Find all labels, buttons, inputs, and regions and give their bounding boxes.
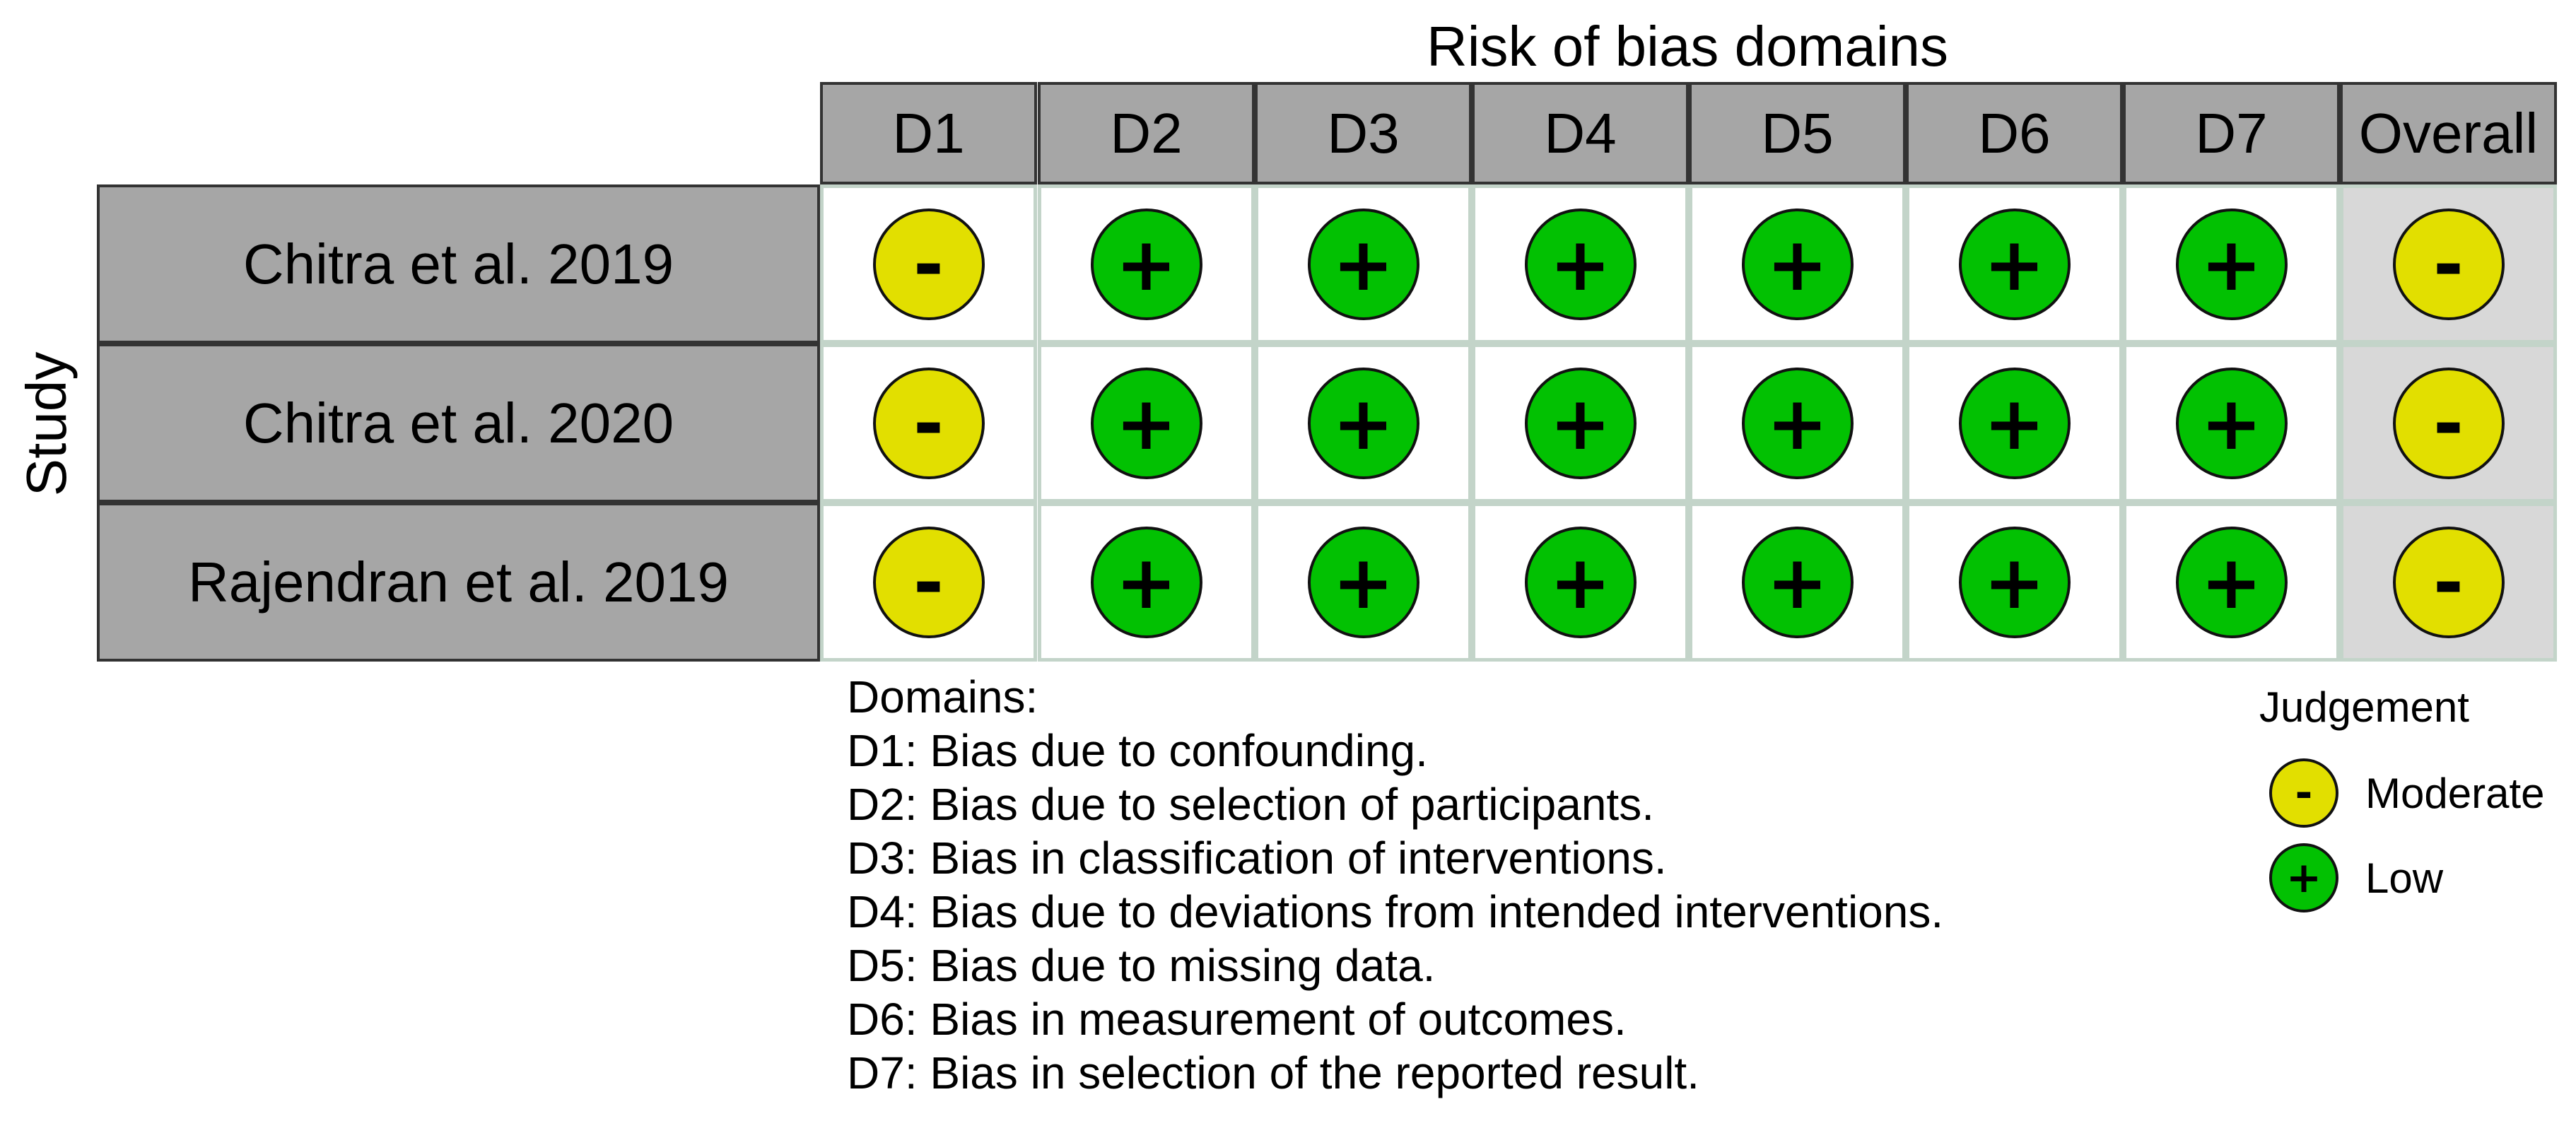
domain-header-d6: D6	[1906, 82, 2123, 184]
judgement-cell-d1: -	[820, 184, 1037, 344]
domains-legend-item: D2: Bias due to selection of participant…	[847, 779, 1654, 830]
domain-header-overall: Overall	[2340, 82, 2557, 184]
domain-header-d2: D2	[1038, 82, 1255, 184]
domain-header-d5: D5	[1689, 82, 1906, 184]
judgement-cell-d3: +	[1255, 344, 1472, 503]
domains-legend-item: D7: Bias in selection of the reported re…	[847, 1047, 1699, 1098]
moderate-judgement-icon: -	[2392, 367, 2505, 479]
judgement-cell-d5: +	[1689, 344, 1906, 503]
study-axis-label: Study	[15, 351, 78, 497]
low-judgement-icon: +	[1958, 526, 2071, 638]
judgement-cell-d7: +	[2123, 344, 2340, 503]
study-label: Chitra et al. 2020	[97, 344, 820, 503]
judgement-cell-d5: +	[1689, 184, 1906, 344]
judgement-cell-d1: -	[820, 503, 1037, 662]
moderate-judgement-icon: -	[872, 367, 985, 479]
judgement-cell-d2: +	[1038, 344, 1255, 503]
judgement-cell-d2: +	[1038, 184, 1255, 344]
judgement-cell-d6: +	[1906, 184, 2123, 344]
domains-legend: Domains: D1: Bias due to confounding. D2…	[847, 670, 1943, 1100]
judgement-cell-overall: -	[2340, 503, 2557, 662]
judgement-cell-d6: +	[1906, 503, 2123, 662]
judgement-cell-d7: +	[2123, 184, 2340, 344]
low-judgement-icon: +	[1524, 208, 1637, 320]
low-judgement-icon: +	[1090, 367, 1202, 479]
low-judgement-icon: +	[1741, 208, 1854, 320]
low-judgement-icon: +	[1307, 208, 1419, 320]
judgement-cell-overall: -	[2340, 344, 2557, 503]
judgement-cell-d4: +	[1472, 184, 1689, 344]
domain-header-d1: D1	[820, 82, 1037, 184]
moderate-judgement-icon: -	[872, 208, 985, 320]
domains-legend-item: D4: Bias due to deviations from intended…	[847, 886, 1944, 937]
domain-header-d7: D7	[2123, 82, 2340, 184]
judgement-cell-d3: +	[1255, 503, 1472, 662]
low-judgement-icon: +	[1307, 367, 1419, 479]
judgement-cell-d1: -	[820, 344, 1037, 503]
judgement-cell-overall: -	[2340, 184, 2557, 344]
study-label: Rajendran et al. 2019	[97, 503, 820, 662]
judgement-cell-d2: +	[1038, 503, 1255, 662]
judgement-cell-d5: +	[1689, 503, 1906, 662]
moderate-legend-icon: -	[2269, 758, 2338, 828]
low-judgement-icon: +	[2175, 208, 2288, 320]
moderate-judgement-icon: -	[872, 526, 985, 638]
low-judgement-icon: +	[1741, 367, 1854, 479]
judgement-legend-title: Judgement	[2259, 683, 2469, 731]
low-judgement-icon: +	[2175, 526, 2288, 638]
moderate-legend-label: Moderate	[2365, 770, 2545, 817]
domains-legend-item: D1: Bias due to confounding.	[847, 725, 1428, 776]
judgement-cell-d4: +	[1472, 503, 1689, 662]
plot-title: Risk of bias domains	[1426, 15, 1949, 78]
low-judgement-icon: +	[1090, 208, 1202, 320]
low-judgement-icon: +	[1307, 526, 1419, 638]
domain-header-d3: D3	[1255, 82, 1472, 184]
domains-legend-item: D5: Bias due to missing data.	[847, 940, 1436, 991]
low-judgement-icon: +	[1090, 526, 1202, 638]
low-judgement-icon: +	[1958, 208, 2071, 320]
low-legend-label: Low	[2365, 855, 2444, 902]
low-legend-icon: +	[2269, 843, 2338, 912]
low-judgement-icon: +	[2175, 367, 2288, 479]
low-judgement-icon: +	[1958, 367, 2071, 479]
judgement-cell-d4: +	[1472, 344, 1689, 503]
low-judgement-icon: +	[1524, 526, 1637, 638]
moderate-judgement-icon: -	[2392, 208, 2505, 320]
domains-legend-item: D3: Bias in classification of interventi…	[847, 833, 1667, 884]
domains-legend-item: D6: Bias in measurement of outcomes.	[847, 994, 1627, 1045]
judgement-cell-d6: +	[1906, 344, 2123, 503]
low-judgement-icon: +	[1741, 526, 1854, 638]
study-label: Chitra et al. 2019	[97, 184, 820, 344]
judgement-cell-d3: +	[1255, 184, 1472, 344]
domains-legend-heading: Domains:	[847, 671, 1038, 722]
judgement-cell-d7: +	[2123, 503, 2340, 662]
domain-header-d4: D4	[1472, 82, 1689, 184]
low-judgement-icon: +	[1524, 367, 1637, 479]
moderate-judgement-icon: -	[2392, 526, 2505, 638]
